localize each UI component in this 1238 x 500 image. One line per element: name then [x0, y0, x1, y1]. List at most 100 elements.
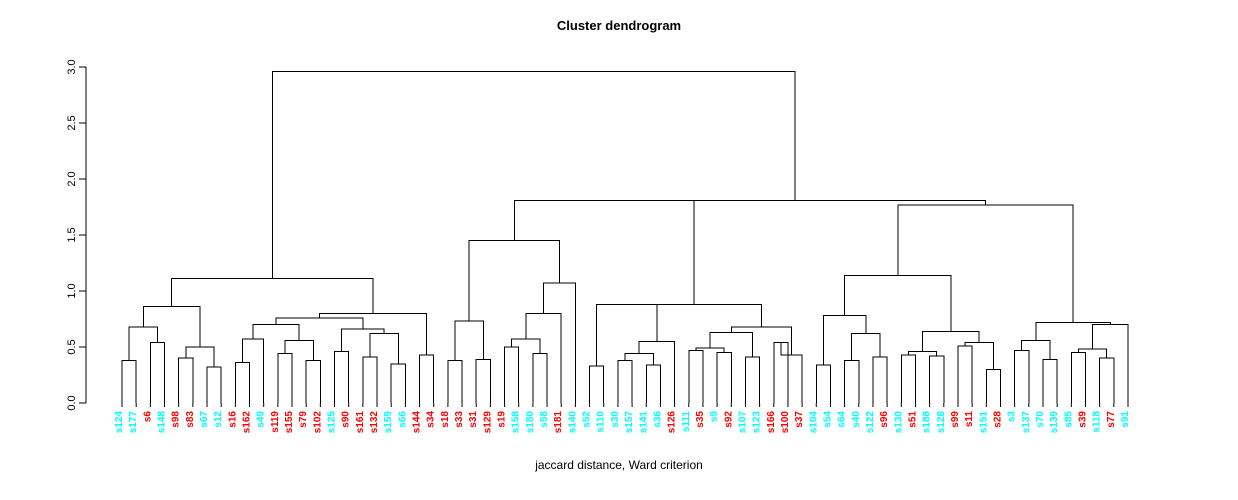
dendrogram-link	[964, 342, 994, 370]
dendrogram-link	[468, 240, 560, 322]
leaf-label: s58	[539, 411, 550, 428]
dendrogram-link	[128, 326, 158, 361]
leaf-label: s99	[950, 411, 961, 428]
dendrogram-link	[185, 346, 215, 368]
dendrogram-link	[334, 350, 350, 403]
leaf-label: s85	[1063, 411, 1074, 428]
dendrogram-link	[688, 349, 704, 403]
leaf-label: s125	[327, 411, 338, 434]
dendrogram-link	[513, 199, 695, 305]
leaf-label: s140	[567, 411, 578, 434]
leaf-label: s102	[312, 411, 323, 434]
leaf-label: s129	[482, 411, 493, 434]
leaf-label: s11	[964, 411, 975, 428]
dendrogram-link	[872, 356, 888, 403]
dendrogram-link	[929, 355, 945, 403]
leaf-label: s104	[808, 411, 819, 434]
dendrogram-link	[617, 359, 633, 403]
dendrogram-link	[922, 330, 980, 352]
dendrogram-link	[730, 326, 792, 355]
dendrogram-link	[341, 328, 385, 352]
dendrogram-branches	[121, 70, 1129, 403]
dendrogram-link	[362, 356, 378, 403]
leaf-label: s33	[454, 411, 465, 428]
dendrogram-link	[275, 317, 364, 330]
leaf-label: s119	[270, 411, 281, 433]
leaf-label: s124	[114, 411, 125, 434]
dendrogram-link	[844, 274, 952, 332]
dendrogram-link	[604, 199, 986, 205]
dendrogram-link	[271, 70, 796, 279]
dendrogram-link	[525, 312, 562, 403]
leaf-label: s141	[638, 411, 649, 434]
leaf-label: s137	[1021, 411, 1032, 434]
dendrogram-link	[744, 356, 761, 403]
leaf-label: s51	[907, 411, 918, 428]
dendrogram-link	[206, 366, 222, 403]
dendrogram-link	[1099, 357, 1115, 403]
leaf-label: s159	[383, 411, 394, 434]
dendrogram-link	[1021, 339, 1051, 360]
leaf-label: s155	[284, 411, 295, 434]
leaf-label: s12	[213, 411, 224, 428]
dendrogram-link	[318, 312, 428, 355]
dendrogram-link	[897, 204, 1074, 323]
dendrogram-link	[252, 324, 300, 341]
leaf-label: s67	[199, 411, 210, 428]
leaf-label: s64	[837, 411, 848, 428]
leaf-label: s139	[1049, 411, 1060, 434]
leaf-label: s110	[596, 411, 607, 433]
dendrogram-link	[149, 342, 166, 403]
dendrogram-link	[1092, 324, 1129, 403]
y-axis: 0.00.51.01.52.02.53.0	[66, 59, 87, 411]
leaf-label: s118	[1092, 411, 1103, 433]
dendrogram-link	[543, 282, 576, 403]
leaf-label: s28	[992, 411, 1003, 428]
leaf-label: s128	[936, 411, 947, 434]
leaf-label: s130	[893, 411, 904, 434]
leaf-label: s92	[723, 411, 734, 428]
y-axis-tick-label: 0.5	[66, 339, 78, 354]
dendrogram-link	[284, 339, 314, 361]
leaf-label: s66	[397, 411, 408, 428]
leaf-label: s16	[227, 411, 238, 428]
dendrogram-link	[1077, 348, 1108, 359]
leaf-label: s181	[553, 411, 564, 434]
dendrogram-link	[1042, 358, 1058, 403]
dendrogram-link	[511, 338, 541, 354]
leaf-label: s162	[242, 411, 253, 434]
leaf-label: s34	[426, 411, 437, 428]
leaf-label: s31	[468, 411, 479, 428]
dendrogram-link	[716, 352, 732, 403]
leaf-label: s188	[922, 411, 933, 434]
leaf-label: s19	[497, 411, 508, 428]
x-axis-label: jaccard distance, Ward criterion	[535, 458, 703, 472]
dendrogram-link	[369, 333, 399, 364]
dendrogram-link	[234, 362, 251, 403]
dendrogram-link	[900, 354, 916, 403]
dendrogram-link	[532, 353, 548, 403]
leaf-label: s36	[652, 411, 663, 428]
leaf-label: s18	[440, 411, 451, 428]
dendrogram-link	[596, 303, 658, 367]
dendrogram-link	[1070, 352, 1086, 403]
leaf-label: s39	[1077, 411, 1088, 428]
dendrogram-link	[390, 363, 406, 403]
dendrogram-link	[178, 357, 194, 403]
dendrogram-link	[638, 340, 676, 403]
leaf-label: s52	[582, 411, 593, 428]
leaf-label: s6	[142, 411, 153, 423]
y-axis-tick-label: 0.0	[66, 395, 78, 410]
dendrogram-link	[241, 338, 265, 403]
leaf-label: s98	[171, 411, 182, 428]
dendrogram-link	[645, 364, 661, 403]
leaf-label: s123	[752, 411, 763, 434]
dendrogram-link	[277, 353, 293, 403]
dendrogram-link	[419, 354, 435, 403]
leaf-label: s96	[879, 411, 890, 428]
dendrogram-link	[626, 303, 762, 327]
leaf-label: s90	[341, 411, 352, 428]
leaf-label: s148	[157, 411, 168, 434]
